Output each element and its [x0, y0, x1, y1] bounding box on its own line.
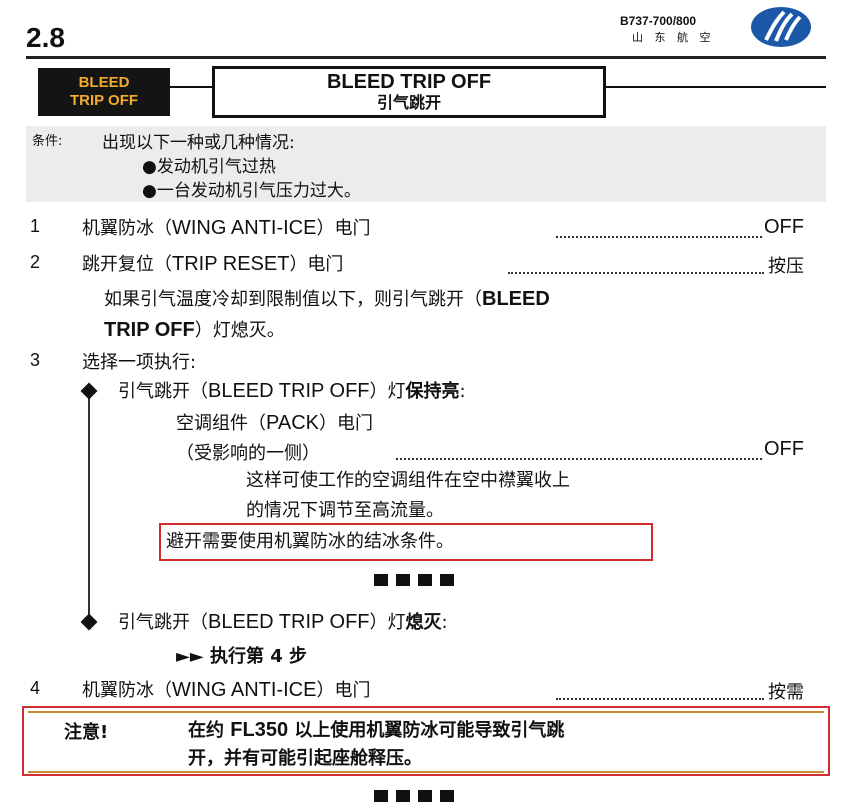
separator-square	[440, 574, 454, 586]
aircraft-model: B737-700/800	[620, 14, 697, 28]
title-english: BLEED TRIP OFF	[326, 71, 492, 93]
option-2-text: 引气跳开（BLEED TRIP OFF）灯熄灭:	[118, 611, 448, 633]
condition-block: 条件: 出现以下一种或几种情况: ●发动机引气过热 ●一台发动机引气压力过大。	[26, 126, 826, 202]
step-number: 1	[30, 216, 41, 236]
bleed-trip-off-annunciator: BLEED TRIP OFF	[38, 68, 170, 116]
step-2-text: 跳开复位（TRIP RESET）电门	[82, 253, 344, 275]
annunciator-line2: TRIP OFF	[69, 92, 139, 109]
step-3-text: 选择一项执行:	[82, 352, 197, 373]
step-1-value: OFF	[764, 216, 804, 238]
separator-square	[374, 574, 388, 586]
leader-dots	[556, 698, 764, 700]
pack-note: 这样可使工作的空调组件在空中襟翼收上 的情况下调节至高流量。	[246, 470, 570, 521]
icing-note-box	[159, 523, 653, 561]
separator-square	[374, 790, 388, 802]
step-1-text: 机翼防冰（WING ANTI-ICE）电门	[82, 217, 371, 239]
option-diamond-icon	[80, 613, 98, 631]
separator-squares	[374, 574, 474, 586]
step-4-text: 机翼防冰（WING ANTI-ICE）电门	[82, 679, 371, 701]
leader-dots	[508, 272, 764, 274]
separator-square	[418, 574, 432, 586]
step-2-value: 按压	[768, 256, 804, 277]
condition-item: ●发动机引气过热	[142, 157, 276, 177]
step-2-note: 如果引气温度冷却到限制值以下，则引气跳开（BLEED TRIP OFF）灯熄灭。	[104, 288, 550, 341]
goto-step-4: ►► 执行第 4 步	[176, 646, 308, 667]
title-connector-left	[170, 86, 214, 88]
caution-inner	[28, 711, 824, 773]
caution-text: 在约 FL350 以上使用机翼防冰可能导致引气跳 开，并有可能引起座舱释压。	[188, 719, 565, 769]
separator-square	[418, 790, 432, 802]
option-diamond-icon	[80, 382, 98, 400]
condition-text: 出现以下一种或几种情况:	[102, 133, 295, 153]
step-number: 3	[30, 350, 41, 370]
separator-square	[396, 790, 410, 802]
condition-item: ●一台发动机引气压力过大。	[142, 181, 361, 201]
option-1-text: 引气跳开（BLEED TRIP OFF）灯保持亮:	[118, 380, 466, 402]
separator-square	[440, 790, 454, 802]
header-rule	[26, 56, 826, 59]
step-4-value: 按需	[768, 682, 804, 703]
step-number: 2	[30, 252, 41, 272]
separator-squares	[374, 790, 474, 802]
separator-square	[396, 574, 410, 586]
step-number: 4	[30, 678, 41, 698]
airline-name: 山 东 航 空	[632, 31, 715, 44]
shandong-airlines-logo-icon	[751, 7, 811, 47]
caution-label: 注意!	[64, 722, 109, 743]
goto-arrows-icon: ►►	[176, 646, 204, 667]
branch-line	[88, 392, 90, 622]
caution-box: 注意! 在约 FL350 以上使用机翼防冰可能导致引气跳 开，并有可能引起座舱释…	[22, 706, 830, 776]
procedure-title-box: BLEED TRIP OFF 引气跳开	[212, 66, 606, 118]
leader-dots	[396, 458, 762, 460]
pack-switch-label: 空调组件（PACK）电门 （受影响的一侧）	[176, 412, 373, 464]
pack-value: OFF	[764, 438, 804, 460]
title-connector-right	[606, 86, 826, 88]
leader-dots	[556, 236, 762, 238]
section-number: 2.8	[26, 22, 65, 53]
icing-note: 避开需要使用机翼防冰的结冰条件。	[166, 531, 454, 552]
condition-label: 条件:	[32, 134, 63, 149]
title-chinese: 引气跳开	[376, 93, 441, 112]
annunciator-line1: BLEED	[78, 74, 130, 91]
